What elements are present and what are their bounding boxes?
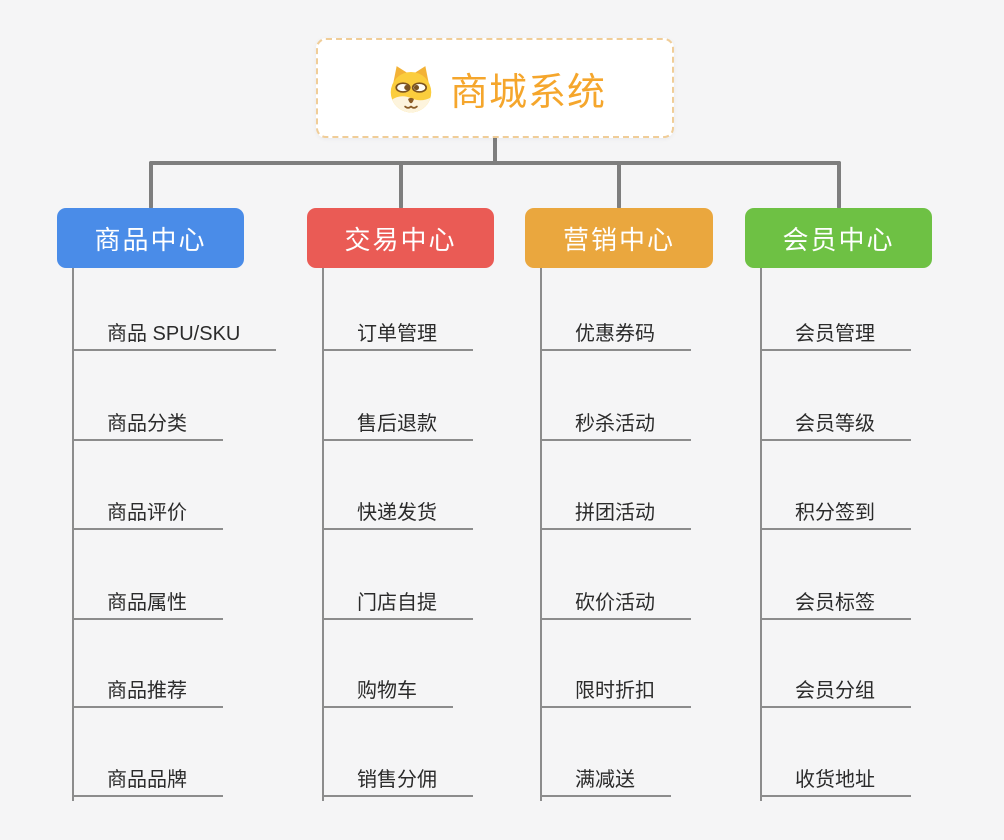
topic-item[interactable]: 商品推荐 — [74, 674, 223, 708]
branch-label: 营销中心 — [562, 224, 675, 255]
topic-item[interactable]: 满减送 — [542, 763, 671, 797]
topic-item[interactable]: 商品属性 — [74, 586, 223, 620]
topic-item[interactable]: 会员分组 — [762, 674, 911, 708]
topic-item[interactable]: 拼团活动 — [542, 496, 691, 530]
branch-node-product-center[interactable]: 商品中心 — [57, 208, 244, 268]
children-trade-center: 订单管理 售后退款 快递发货 门店自提 购物车 销售分佣 — [322, 268, 473, 801]
connector-drop-trade-center — [399, 161, 403, 209]
branch-label: 交易中心 — [344, 224, 457, 255]
root-title: 商城系统 — [449, 71, 606, 114]
doge-icon — [384, 61, 438, 115]
connector-horizontal-bar — [149, 161, 841, 165]
topic-item[interactable]: 会员标签 — [762, 586, 911, 620]
root-node[interactable]: 商城系统 — [316, 38, 674, 138]
topic-item[interactable]: 商品分类 — [74, 407, 223, 441]
connector-drop-product-center — [149, 161, 153, 209]
branch-label: 会员中心 — [782, 224, 895, 255]
children-member-center: 会员管理 会员等级 积分签到 会员标签 会员分组 收货地址 — [760, 268, 911, 801]
branch-label: 商品中心 — [94, 224, 207, 255]
topic-item[interactable]: 会员等级 — [762, 407, 911, 441]
topic-item[interactable]: 商品 SPU/SKU — [74, 317, 277, 351]
connector-drop-member-center — [837, 161, 841, 209]
connector-root-stub — [493, 138, 497, 165]
branch-node-member-center[interactable]: 会员中心 — [745, 208, 932, 268]
topic-item[interactable]: 秒杀活动 — [542, 407, 691, 441]
connector-drop-marketing-center — [617, 161, 621, 209]
topic-item[interactable]: 积分签到 — [762, 496, 911, 530]
topic-item[interactable]: 购物车 — [324, 674, 453, 708]
topic-item[interactable]: 商品评价 — [74, 496, 223, 530]
branch-node-trade-center[interactable]: 交易中心 — [307, 208, 494, 268]
children-marketing-center: 优惠券码 秒杀活动 拼团活动 砍价活动 限时折扣 满减送 — [540, 268, 691, 801]
topic-item[interactable]: 优惠券码 — [542, 317, 691, 351]
topic-item[interactable]: 售后退款 — [324, 407, 473, 441]
topic-item[interactable]: 砍价活动 — [542, 586, 691, 620]
topic-item[interactable]: 会员管理 — [762, 317, 911, 351]
topic-item[interactable]: 订单管理 — [324, 317, 473, 351]
topic-item[interactable]: 限时折扣 — [542, 674, 691, 708]
topic-item[interactable]: 快递发货 — [324, 496, 473, 530]
topic-item[interactable]: 商品品牌 — [74, 763, 223, 797]
topic-item[interactable]: 门店自提 — [324, 586, 473, 620]
children-product-center: 商品 SPU/SKU 商品分类 商品评价 商品属性 商品推荐 商品品牌 — [72, 268, 277, 801]
branch-node-marketing-center[interactable]: 营销中心 — [525, 208, 713, 268]
topic-item[interactable]: 销售分佣 — [324, 763, 473, 797]
topic-item[interactable]: 收货地址 — [762, 763, 911, 797]
